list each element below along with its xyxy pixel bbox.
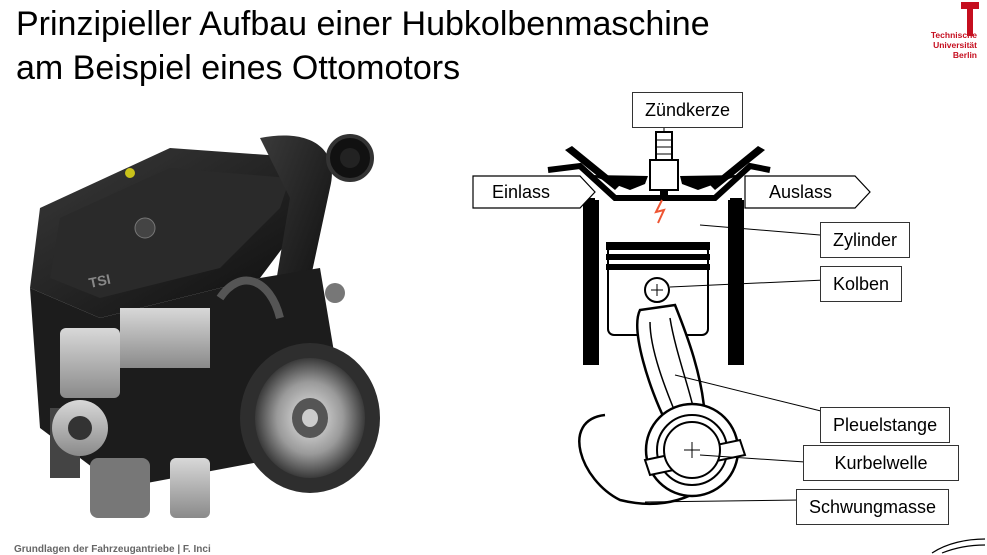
- label-zuendkerze: Zündkerze: [632, 92, 744, 128]
- title-line-1: Prinzipieller Aufbau einer Hubkolbenmasc…: [16, 5, 710, 43]
- inlet-arrow: [472, 175, 596, 209]
- engine-badge: TSI: [87, 271, 112, 291]
- label-auslass: Auslass: [769, 182, 833, 202]
- engine-schematic: [472, 120, 871, 505]
- corner-decoration-icon: [931, 538, 986, 554]
- spark-plug: [655, 131, 673, 161]
- title-line-2: am Beispiel eines Ottomotors: [16, 49, 461, 87]
- tu-logo-t-icon: [961, 2, 979, 36]
- label-kolben: Kolben: [820, 266, 903, 302]
- label-einlass: Einlass: [492, 182, 551, 202]
- label-zylinder: Zylinder: [820, 222, 911, 258]
- label-schwungmasse: Schwungmasse: [796, 489, 950, 525]
- logo-line-3: Berlin: [952, 50, 977, 60]
- slide-footer: Grundlagen der Fahrzeugantriebe | F. Inc…: [14, 544, 211, 555]
- label-kurbelwelle: Kurbelwelle: [803, 445, 959, 481]
- engine-photo: TSI: [30, 134, 380, 518]
- label-pleuelstange: Pleuelstange: [820, 407, 951, 443]
- logo-text: Technische Universität Berlin: [931, 30, 977, 60]
- cylinder-wall-left: [583, 200, 599, 365]
- cylinder-wall-right: [728, 200, 744, 365]
- spark-icon: [654, 199, 666, 224]
- slide-title: Prinzipieller Aufbau einer Hubkolbenmasc…: [16, 2, 710, 90]
- logo-line-1: Technische: [930, 30, 977, 40]
- logo-line-2: Universität: [933, 40, 977, 50]
- outlet-arrow: [744, 175, 871, 209]
